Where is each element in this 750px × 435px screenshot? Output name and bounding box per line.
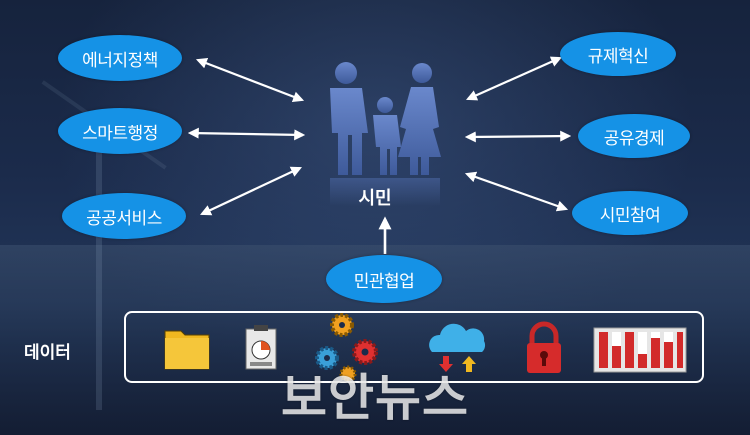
data-panel: [124, 311, 704, 383]
node-public-service: 공공서비스: [62, 193, 186, 239]
server-bars-icon: [593, 327, 687, 373]
arrow-public: [200, 166, 302, 216]
node-energy-policy: 에너지정책: [58, 35, 182, 81]
node-label: 규제혁신: [587, 46, 649, 67]
center-citizen-label: 시민: [358, 188, 392, 209]
cloud-transfer-icon: [429, 323, 486, 372]
arrow-energy: [195, 58, 305, 102]
data-label: 데이터: [24, 343, 71, 363]
node-public-private-cooperation: 민관협업: [326, 255, 442, 303]
node-regulatory-innovation: 규제혁신: [560, 32, 676, 76]
citizens-figure-icon: [330, 62, 441, 206]
node-smart-administration: 스마트행정: [58, 108, 182, 154]
node-label: 공유경제: [603, 128, 665, 149]
node-label: 에너지정책: [82, 50, 158, 71]
node-label: 스마트행정: [82, 123, 158, 144]
arrow-smart: [187, 127, 306, 141]
gears-icon: [315, 313, 378, 383]
padlock-icon: [527, 321, 561, 373]
wind-turbine-tower: [96, 150, 102, 410]
node-label: 민관협업: [353, 271, 415, 292]
arrow-reg: [465, 56, 563, 101]
node-label: 공공서비스: [86, 208, 162, 229]
arrow-share: [464, 130, 572, 143]
node-citizen-participation: 시민참여: [572, 191, 688, 235]
node-label: 시민참여: [599, 205, 661, 226]
node-sharing-economy: 공유경제: [578, 114, 690, 158]
arrow-part: [464, 171, 569, 212]
watermark: 보안뉴스: [281, 369, 469, 427]
folder-icon: [164, 330, 210, 370]
clipboard-chart-icon: [245, 325, 277, 370]
